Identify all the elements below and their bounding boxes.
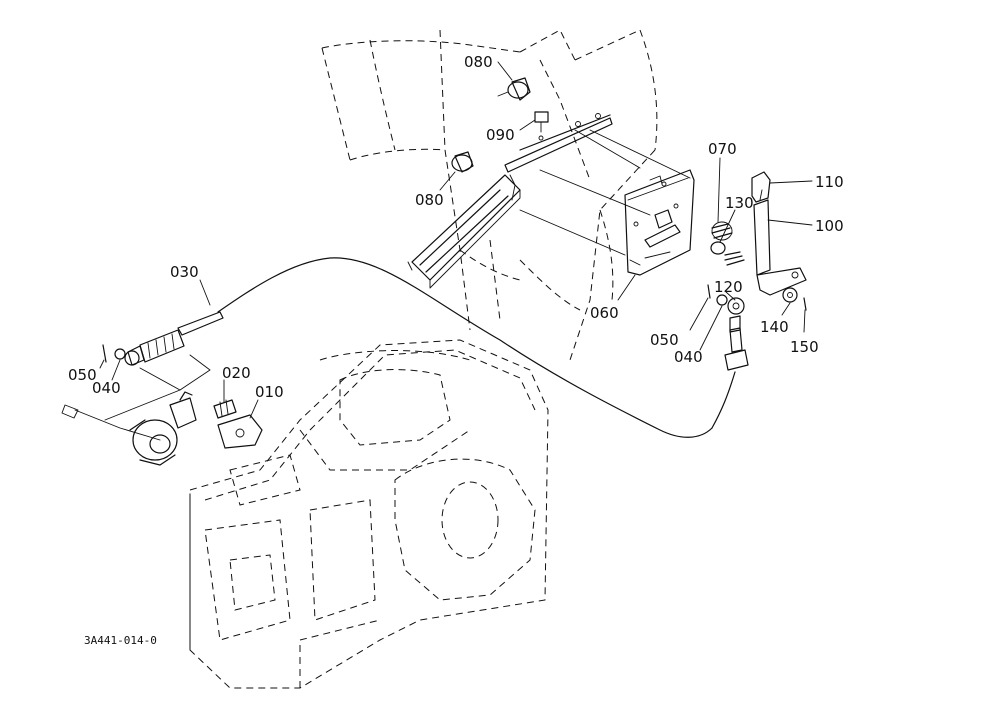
leader-lines-left xyxy=(74,354,211,441)
bolt-090 xyxy=(534,111,549,141)
knob-110 xyxy=(751,171,771,203)
label-040-left: 040 xyxy=(92,379,121,397)
lever-100 xyxy=(753,189,807,296)
washer-140 xyxy=(782,287,798,303)
bracket-060 xyxy=(624,169,695,276)
label-090: 090 xyxy=(486,126,515,144)
reference-code: 3A441-014-0 xyxy=(84,634,157,647)
bolt-080-mid xyxy=(451,151,474,173)
shift-mechanism xyxy=(61,391,197,466)
label-030: 030 xyxy=(170,263,199,281)
label-010: 010 xyxy=(255,383,284,401)
label-060: 060 xyxy=(590,304,619,322)
label-140: 140 xyxy=(760,318,789,336)
label-130: 130 xyxy=(725,194,754,212)
label-120: 120 xyxy=(714,278,743,296)
bracket-010 xyxy=(217,414,263,449)
transmission-case xyxy=(189,339,549,689)
washer-040-left xyxy=(114,348,140,366)
label-050-right: 050 xyxy=(650,331,679,349)
alignment-lines xyxy=(519,129,691,256)
label-110: 110 xyxy=(815,173,844,191)
label-150: 150 xyxy=(790,338,819,356)
washer-120 xyxy=(716,294,745,315)
mounting-rail xyxy=(504,113,613,201)
guide-plate xyxy=(407,174,521,289)
cable-030 xyxy=(217,257,749,438)
label-050-left: 050 xyxy=(68,366,97,384)
label-100: 100 xyxy=(815,217,844,235)
label-040-right: 040 xyxy=(674,348,703,366)
label-020: 020 xyxy=(222,364,251,382)
bushing-130 xyxy=(710,241,745,266)
pin-050-left xyxy=(102,344,107,363)
label-leaders xyxy=(99,61,813,419)
bolt-080-top xyxy=(497,77,531,101)
label-080-top: 080 xyxy=(464,53,493,71)
bolt-020 xyxy=(213,399,237,419)
pin-050-right xyxy=(707,284,711,299)
label-080-mid: 080 xyxy=(415,191,444,209)
pin-150 xyxy=(803,297,807,311)
cable-end-left xyxy=(127,311,224,366)
label-070: 070 xyxy=(708,140,737,158)
